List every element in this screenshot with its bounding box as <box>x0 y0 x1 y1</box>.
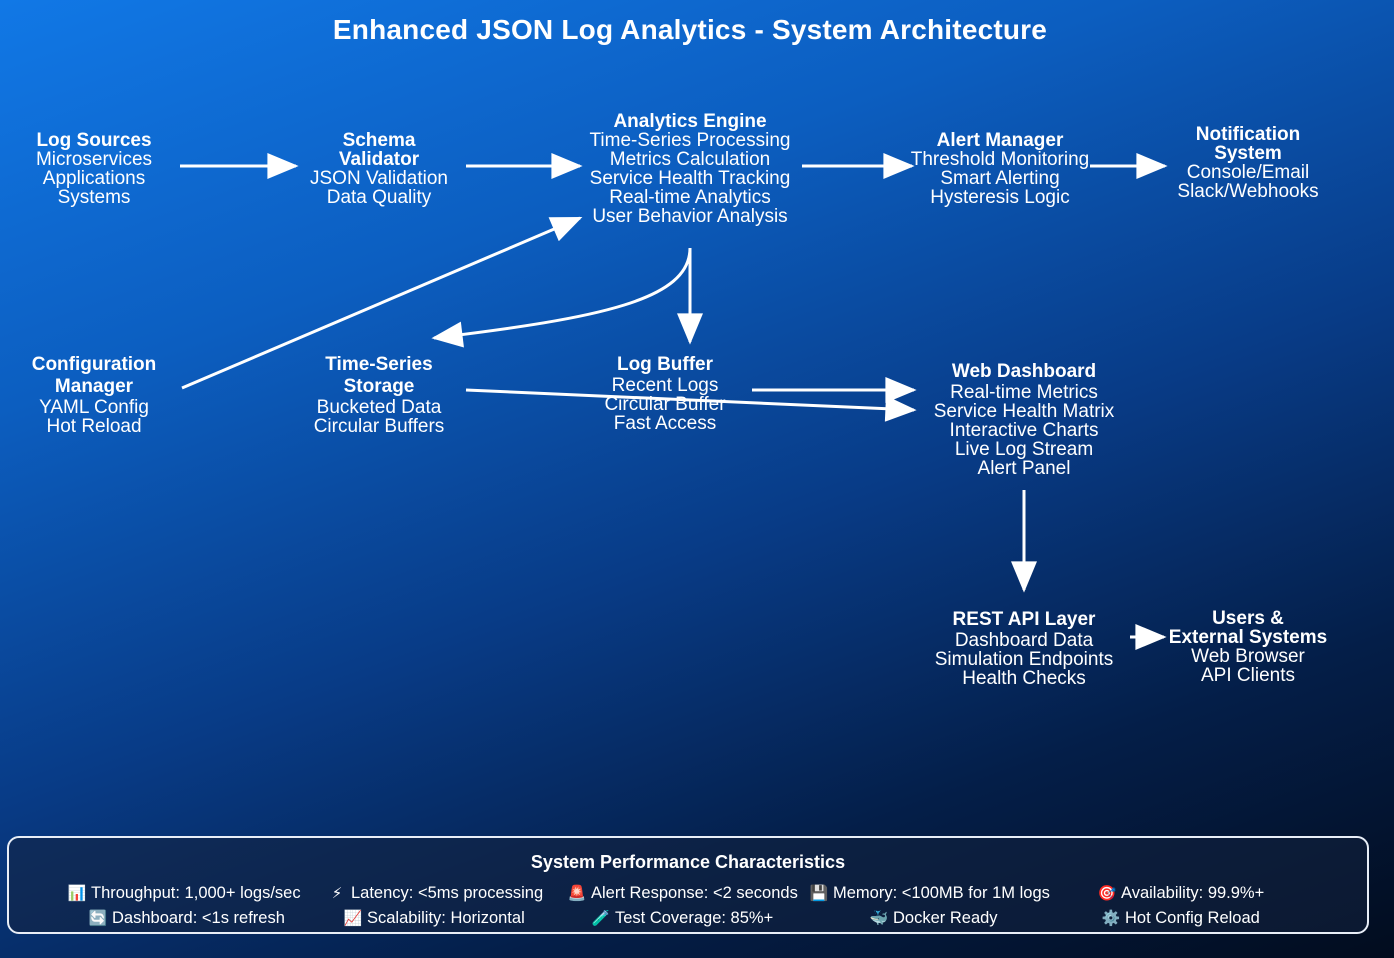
node-title: Schema <box>342 130 416 151</box>
node-title: System <box>1214 143 1282 164</box>
perf-text: Alert Response: <2 seconds <box>591 884 798 902</box>
node-title: External Systems <box>1168 627 1328 648</box>
perf-text: Docker Ready <box>893 909 998 927</box>
performance-panel: System Performance Characteristics 📊Thro… <box>7 836 1369 934</box>
perf-item-availability: 🎯Availability: 99.9%+ <box>1097 884 1327 903</box>
node-detail: Health Checks <box>962 668 1086 689</box>
node-detail: Service Health Tracking <box>589 168 791 189</box>
arrow-timeseries-to-dashboard <box>465 388 917 422</box>
node-title: Storage <box>343 376 415 397</box>
floppy-disk-icon: 💾 <box>809 885 829 902</box>
node-rest-api-layer: REST API Layer Dashboard Data Simulation… <box>935 609 1114 688</box>
node-configuration-manager: Configuration Manager YAML Config Hot Re… <box>32 354 157 436</box>
perf-item-throughput: 📊Throughput: 1,000+ logs/sec <box>67 884 329 903</box>
node-schema-validator: Schema Validator JSON Validation Data Qu… <box>310 131 448 207</box>
node-detail: Recent Logs <box>611 375 719 396</box>
perf-text: Memory: <100MB for 1M logs <box>833 884 1050 902</box>
node-detail: Hot Reload <box>46 416 142 437</box>
node-detail: Metrics Calculation <box>609 149 771 170</box>
node-title: Validator <box>338 149 420 170</box>
node-title: Web Dashboard <box>951 361 1097 382</box>
node-detail: Smart Alerting <box>940 168 1060 189</box>
perf-item-memory: 💾Memory: <100MB for 1M logs <box>809 884 1079 903</box>
perf-item-dashboard-refresh: 🔄Dashboard: <1s refresh <box>88 909 328 928</box>
node-detail: Data Quality <box>326 187 432 208</box>
perf-text: Throughput: 1,000+ logs/sec <box>91 884 301 902</box>
node-detail: Interactive Charts <box>949 420 1099 441</box>
arrow-analytics-to-timeseries <box>431 247 692 348</box>
gear-icon: ⚙️ <box>1101 910 1121 927</box>
node-detail: Time-Series Processing <box>589 130 791 151</box>
perf-item-latency: ⚡ Latency: <5ms processing <box>327 884 567 903</box>
node-detail: Real-time Analytics <box>609 187 771 208</box>
node-detail: Fast Access <box>613 413 717 434</box>
node-detail: Alert Panel <box>977 458 1071 479</box>
node-detail: Applications <box>42 168 146 189</box>
siren-icon: 🚨 <box>567 885 587 902</box>
node-detail: User Behavior Analysis <box>592 206 788 227</box>
node-notification-system: Notification System Console/Email Slack/… <box>1177 125 1318 201</box>
node-detail: Slack/Webhooks <box>1177 181 1319 202</box>
node-title: Manager <box>54 376 134 397</box>
node-detail: Circular Buffers <box>313 416 445 437</box>
lightning-icon: ⚡ <box>331 885 343 902</box>
perf-text: Latency: <5ms processing <box>351 884 544 902</box>
perf-text: Scalability: Horizontal <box>367 909 525 927</box>
perf-text: Dashboard: <1s refresh <box>112 909 285 927</box>
node-detail: Circular Buffer <box>604 394 726 415</box>
node-title: Users & <box>1212 608 1284 629</box>
node-detail: API Clients <box>1201 665 1295 686</box>
node-detail: Console/Email <box>1186 162 1310 183</box>
arrow-config-to-analytics <box>181 216 583 390</box>
node-title: Configuration <box>31 354 157 375</box>
node-title: Log Buffer <box>616 354 714 375</box>
node-detail: Live Log Stream <box>954 439 1094 460</box>
node-users-external-systems: Users & External Systems Web Browser API… <box>1169 609 1327 685</box>
node-log-buffer: Log Buffer Recent Logs Circular Buffer F… <box>604 354 725 433</box>
node-analytics-engine: Analytics Engine Time-Series Processing … <box>590 112 791 226</box>
node-detail: Service Health Matrix <box>933 401 1115 422</box>
node-detail: Systems <box>57 187 131 208</box>
perf-text: Availability: 99.9%+ <box>1121 884 1265 902</box>
node-alert-manager: Alert Manager Threshold Monitoring Smart… <box>911 131 1089 207</box>
node-detail: JSON Validation <box>310 168 448 189</box>
node-detail: Dashboard Data <box>954 630 1094 651</box>
bar-chart-icon: 📊 <box>67 885 87 902</box>
node-detail: Simulation Endpoints <box>934 649 1114 670</box>
node-title: Analytics Engine <box>613 111 767 132</box>
perf-item-scalability: 📈Scalability: Horizontal <box>343 909 583 928</box>
trending-up-icon: 📈 <box>343 910 363 927</box>
node-title: Time-Series <box>325 354 433 375</box>
perf-item-docker: 🐳Docker Ready <box>869 909 1069 928</box>
performance-title: System Performance Characteristics <box>530 852 846 872</box>
diagram-title: Enhanced JSON Log Analytics - System Arc… <box>332 14 1048 45</box>
node-time-series-storage: Time-Series Storage Bucketed Data Circul… <box>314 354 445 436</box>
perf-text: Test Coverage: 85%+ <box>615 909 774 927</box>
node-detail: Bucketed Data <box>316 397 442 418</box>
node-detail: Microservices <box>35 149 153 170</box>
node-web-dashboard: Web Dashboard Real-time Metrics Service … <box>934 361 1115 478</box>
target-icon: 🎯 <box>1097 885 1117 902</box>
perf-item-alert-response: 🚨Alert Response: <2 seconds <box>567 884 809 903</box>
node-title: Alert Manager <box>936 130 1064 151</box>
node-log-sources: Log Sources Microservices Applications S… <box>36 131 152 207</box>
node-detail: Hysteresis Logic <box>930 187 1070 208</box>
node-detail: Threshold Monitoring <box>910 149 1090 170</box>
node-title: Notification <box>1195 124 1301 145</box>
perf-text: Hot Config Reload <box>1125 909 1260 927</box>
node-detail: Real-time Metrics <box>950 382 1098 403</box>
test-tube-icon: 🧪 <box>591 910 611 927</box>
perf-item-test-coverage: 🧪Test Coverage: 85%+ <box>591 909 831 928</box>
refresh-icon: 🔄 <box>88 910 108 927</box>
node-title: Log Sources <box>36 130 152 151</box>
node-title: REST API Layer <box>952 609 1096 630</box>
node-detail: Web Browser <box>1191 646 1305 667</box>
perf-item-hot-config: ⚙️Hot Config Reload <box>1101 909 1321 928</box>
node-detail: YAML Config <box>39 397 149 418</box>
whale-icon: 🐳 <box>869 910 889 927</box>
